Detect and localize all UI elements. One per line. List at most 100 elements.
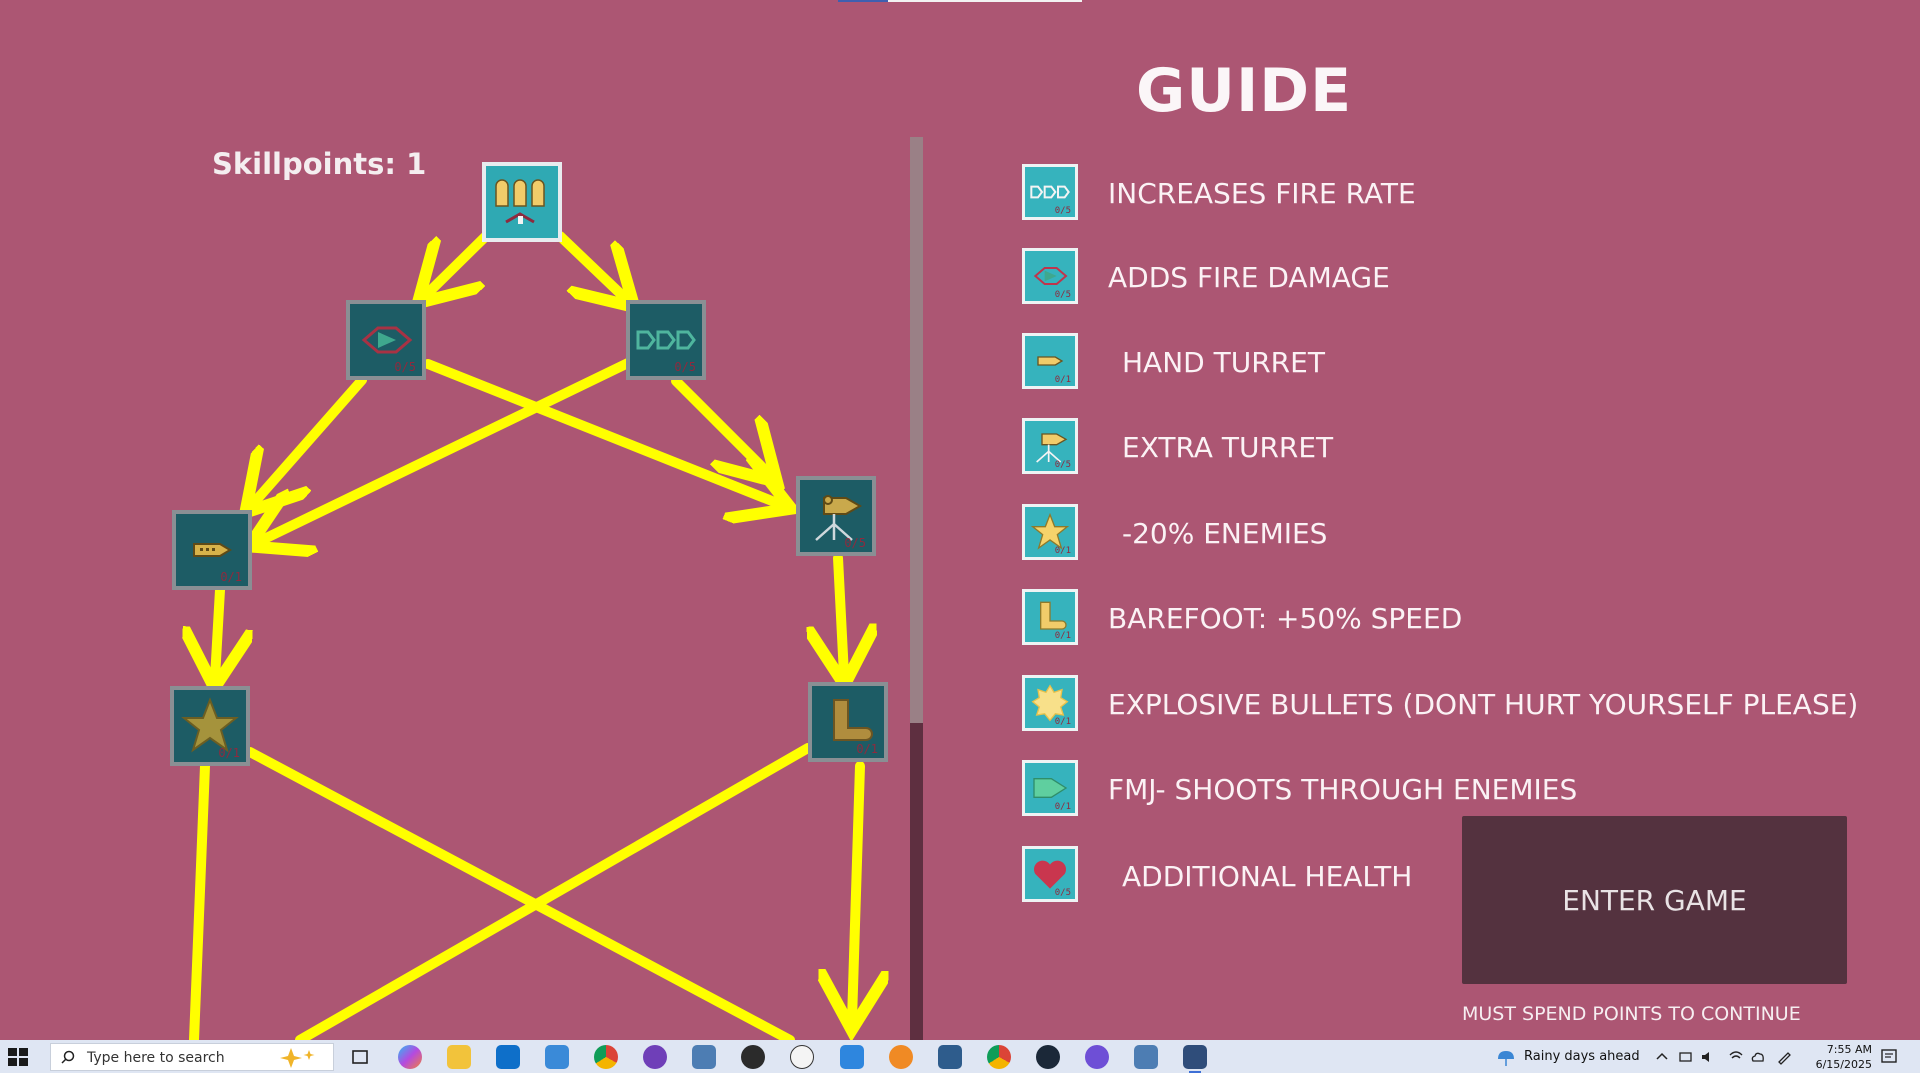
fmj-bullet-icon bbox=[1033, 778, 1068, 798]
godot-editor-icon[interactable] bbox=[1134, 1045, 1158, 1069]
skill-node-fire-rate[interactable]: 0/5 bbox=[626, 300, 706, 380]
guide-icon-count: 0/5 bbox=[1054, 460, 1071, 470]
node-count: 0/1 bbox=[218, 746, 240, 760]
guide-icon-count: 0/1 bbox=[1054, 546, 1071, 556]
godot-icon[interactable] bbox=[692, 1045, 716, 1069]
notification-icon[interactable] bbox=[1880, 1048, 1898, 1066]
penguin-app-icon[interactable] bbox=[790, 1045, 814, 1069]
chevron-up-icon[interactable] bbox=[1654, 1049, 1670, 1065]
node-count: 0/5 bbox=[674, 360, 696, 374]
boot-icon bbox=[1040, 601, 1067, 630]
clock-time[interactable]: 7:55 AM bbox=[1826, 1043, 1872, 1056]
weather-text[interactable]: Rainy days ahead bbox=[1524, 1049, 1640, 1064]
copilot-sparkle-icon[interactable] bbox=[275, 1046, 321, 1070]
guide-icon-box: 0/5 bbox=[1022, 418, 1078, 474]
guide-icon-box: 0/1 bbox=[1022, 760, 1078, 816]
star-icon bbox=[1030, 512, 1070, 550]
guide-item-extra-turret: 0/5 EXTRA TURRET bbox=[1022, 418, 1902, 476]
guide-item-explosive-bullets: 0/1 EXPLOSIVE BULLETS (DONT HURT YOURSEL… bbox=[1022, 675, 1902, 733]
guide-item-fire-rate: 0/5 INCREASES FIRE RATE bbox=[1022, 164, 1902, 222]
search-placeholder: Type here to search bbox=[87, 1050, 225, 1066]
guide-item-text: EXTRA TURRET bbox=[1122, 431, 1334, 464]
guide-icon-box: 0/1 bbox=[1022, 333, 1078, 389]
skillpoints-counter: Skillpoints: 1 bbox=[212, 147, 427, 181]
tree-scrollbar[interactable] bbox=[910, 137, 923, 1040]
file-explorer-icon[interactable] bbox=[447, 1045, 471, 1069]
link-extra-turret-boot bbox=[838, 553, 844, 675]
guide-icon-count: 0/5 bbox=[1054, 206, 1071, 216]
window-top-edge-accent bbox=[838, 0, 888, 2]
star-icon bbox=[181, 697, 239, 753]
github-icon[interactable] bbox=[643, 1045, 667, 1069]
guide-icon-count: 0/5 bbox=[1054, 888, 1071, 898]
heart-icon bbox=[1033, 860, 1067, 889]
scrollbar-thumb[interactable] bbox=[910, 137, 923, 723]
clock-date[interactable]: 6/15/2025 bbox=[1815, 1058, 1872, 1071]
obs-icon[interactable] bbox=[741, 1045, 765, 1069]
outlook-icon[interactable] bbox=[496, 1045, 520, 1069]
link-boot-cross bbox=[295, 743, 813, 1040]
skill-node-boot[interactable]: 0/1 bbox=[808, 682, 888, 762]
skill-links bbox=[0, 231, 920, 1040]
guide-icon-count: 0/1 bbox=[1054, 631, 1071, 641]
store-icon[interactable] bbox=[545, 1045, 569, 1069]
chrome-icon[interactable] bbox=[594, 1045, 618, 1069]
guide-icon-box: 0/1 bbox=[1022, 589, 1078, 645]
guide-icon-count: 0/1 bbox=[1054, 802, 1071, 812]
must-spend-notice: MUST SPEND POINTS TO CONTINUE bbox=[1462, 1003, 1801, 1025]
steam-icon[interactable] bbox=[1036, 1045, 1060, 1069]
hand-turret-icon bbox=[193, 543, 232, 557]
wifi-icon[interactable] bbox=[1728, 1049, 1744, 1065]
copilot-app-icon[interactable] bbox=[398, 1045, 422, 1069]
enter-game-button[interactable]: ENTER GAME bbox=[1462, 816, 1847, 984]
guide-icon-box: 0/5 bbox=[1022, 248, 1078, 304]
fire-bullet-icon bbox=[361, 326, 413, 354]
guide-icon-count: 0/1 bbox=[1054, 717, 1071, 727]
turret-icon bbox=[1036, 433, 1068, 463]
guide-item-text: BAREFOOT: +50% SPEED bbox=[1108, 602, 1463, 635]
skill-tree: Skillpoints: 1 0/5 0/5 bbox=[0, 0, 920, 1040]
guide-item-text: HAND TURRET bbox=[1122, 346, 1325, 379]
guide-item-health: 0/5 ADDITIONAL HEALTH bbox=[1022, 846, 1902, 904]
fire-bullet-icon bbox=[1033, 267, 1068, 285]
weather-rain-icon[interactable] bbox=[1494, 1045, 1518, 1069]
discord-icon[interactable] bbox=[1085, 1045, 1109, 1069]
cloud-icon[interactable] bbox=[1750, 1049, 1766, 1065]
search-icon bbox=[61, 1050, 75, 1064]
battery-icon[interactable] bbox=[1678, 1049, 1694, 1065]
guide-item-fmj: 0/1 FMJ- SHOOTS THROUGH ENEMIES bbox=[1022, 760, 1902, 818]
skill-node-extra-turret[interactable]: 0/5 bbox=[796, 476, 876, 556]
triple-bullet-stand-icon bbox=[495, 179, 545, 224]
windows-start-icon[interactable] bbox=[8, 1048, 28, 1066]
triple-bullet-icon bbox=[636, 330, 696, 350]
guide-item-text: EXPLOSIVE BULLETS (DONT HURT YOURSELF PL… bbox=[1108, 688, 1859, 721]
skill-node-star[interactable]: 0/1 bbox=[170, 686, 250, 766]
link-root-fire-damage bbox=[425, 231, 491, 296]
link-hand-turret-star bbox=[215, 585, 220, 678]
guide-item-text: FMJ- SHOOTS THROUGH ENEMIES bbox=[1108, 773, 1578, 806]
volume-icon[interactable] bbox=[1700, 1049, 1716, 1065]
task-view-icon[interactable] bbox=[348, 1045, 372, 1069]
link-root-fire-rate bbox=[555, 231, 627, 300]
skill-node-root[interactable] bbox=[482, 162, 562, 242]
guide-item-barefoot: 0/1 BAREFOOT: +50% SPEED bbox=[1022, 589, 1902, 647]
taskbar-search[interactable]: Type here to search bbox=[50, 1043, 334, 1071]
skill-node-hand-turret[interactable]: 0/1 bbox=[172, 510, 252, 590]
chrome-profile-icon[interactable] bbox=[987, 1045, 1011, 1069]
link-fire-damage-hand-turret bbox=[252, 375, 367, 505]
taskbar: Type here to search Rainy days ahead 7:5… bbox=[0, 1040, 1920, 1073]
guide-item-text: ADDS FIRE DAMAGE bbox=[1108, 261, 1390, 294]
game-window-icon[interactable] bbox=[1183, 1045, 1207, 1073]
skill-node-fire-damage[interactable]: 0/5 bbox=[346, 300, 426, 380]
guide-icon-count: 0/5 bbox=[1054, 290, 1071, 300]
pencil-app-icon[interactable] bbox=[840, 1045, 864, 1069]
explosion-icon bbox=[1031, 684, 1069, 722]
link-fire-rate-extra-turret bbox=[671, 376, 770, 475]
guide-item-text: -20% ENEMIES bbox=[1122, 517, 1328, 550]
pen-icon[interactable] bbox=[1776, 1049, 1792, 1065]
boot-icon bbox=[833, 699, 873, 741]
turret-icon bbox=[815, 495, 863, 541]
blender-icon[interactable] bbox=[889, 1045, 913, 1069]
drop-app-icon[interactable] bbox=[938, 1045, 962, 1069]
guide-icon-count: 0/1 bbox=[1054, 375, 1071, 385]
